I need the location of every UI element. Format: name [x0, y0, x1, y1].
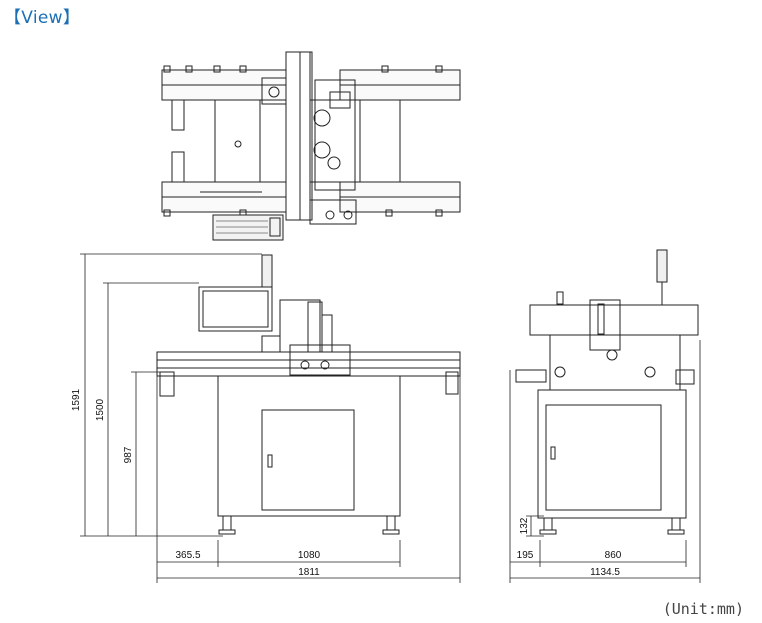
dim-side-foot-height: 132: [519, 517, 530, 534]
dim-side-offset: 195: [517, 550, 534, 561]
unit-label: (Unit:mm): [662, 600, 744, 618]
dim-table-height: 987: [123, 446, 134, 463]
dim-total-height: 1591: [71, 388, 82, 411]
front-view: [156, 254, 461, 535]
dimension-lines: [80, 253, 701, 583]
dim-side-width: 860: [605, 550, 622, 561]
top-view: [161, 51, 461, 241]
dim-side-total-width: 1134.5: [590, 567, 620, 578]
dim-total-width: 1811: [298, 567, 320, 578]
view-header: 【View】: [4, 8, 81, 28]
side-view: [515, 249, 699, 535]
dim-main-width: 1080: [298, 550, 321, 561]
dim-left-overhang: 365.5: [175, 550, 200, 561]
dim-height-2: 1500: [95, 398, 106, 421]
